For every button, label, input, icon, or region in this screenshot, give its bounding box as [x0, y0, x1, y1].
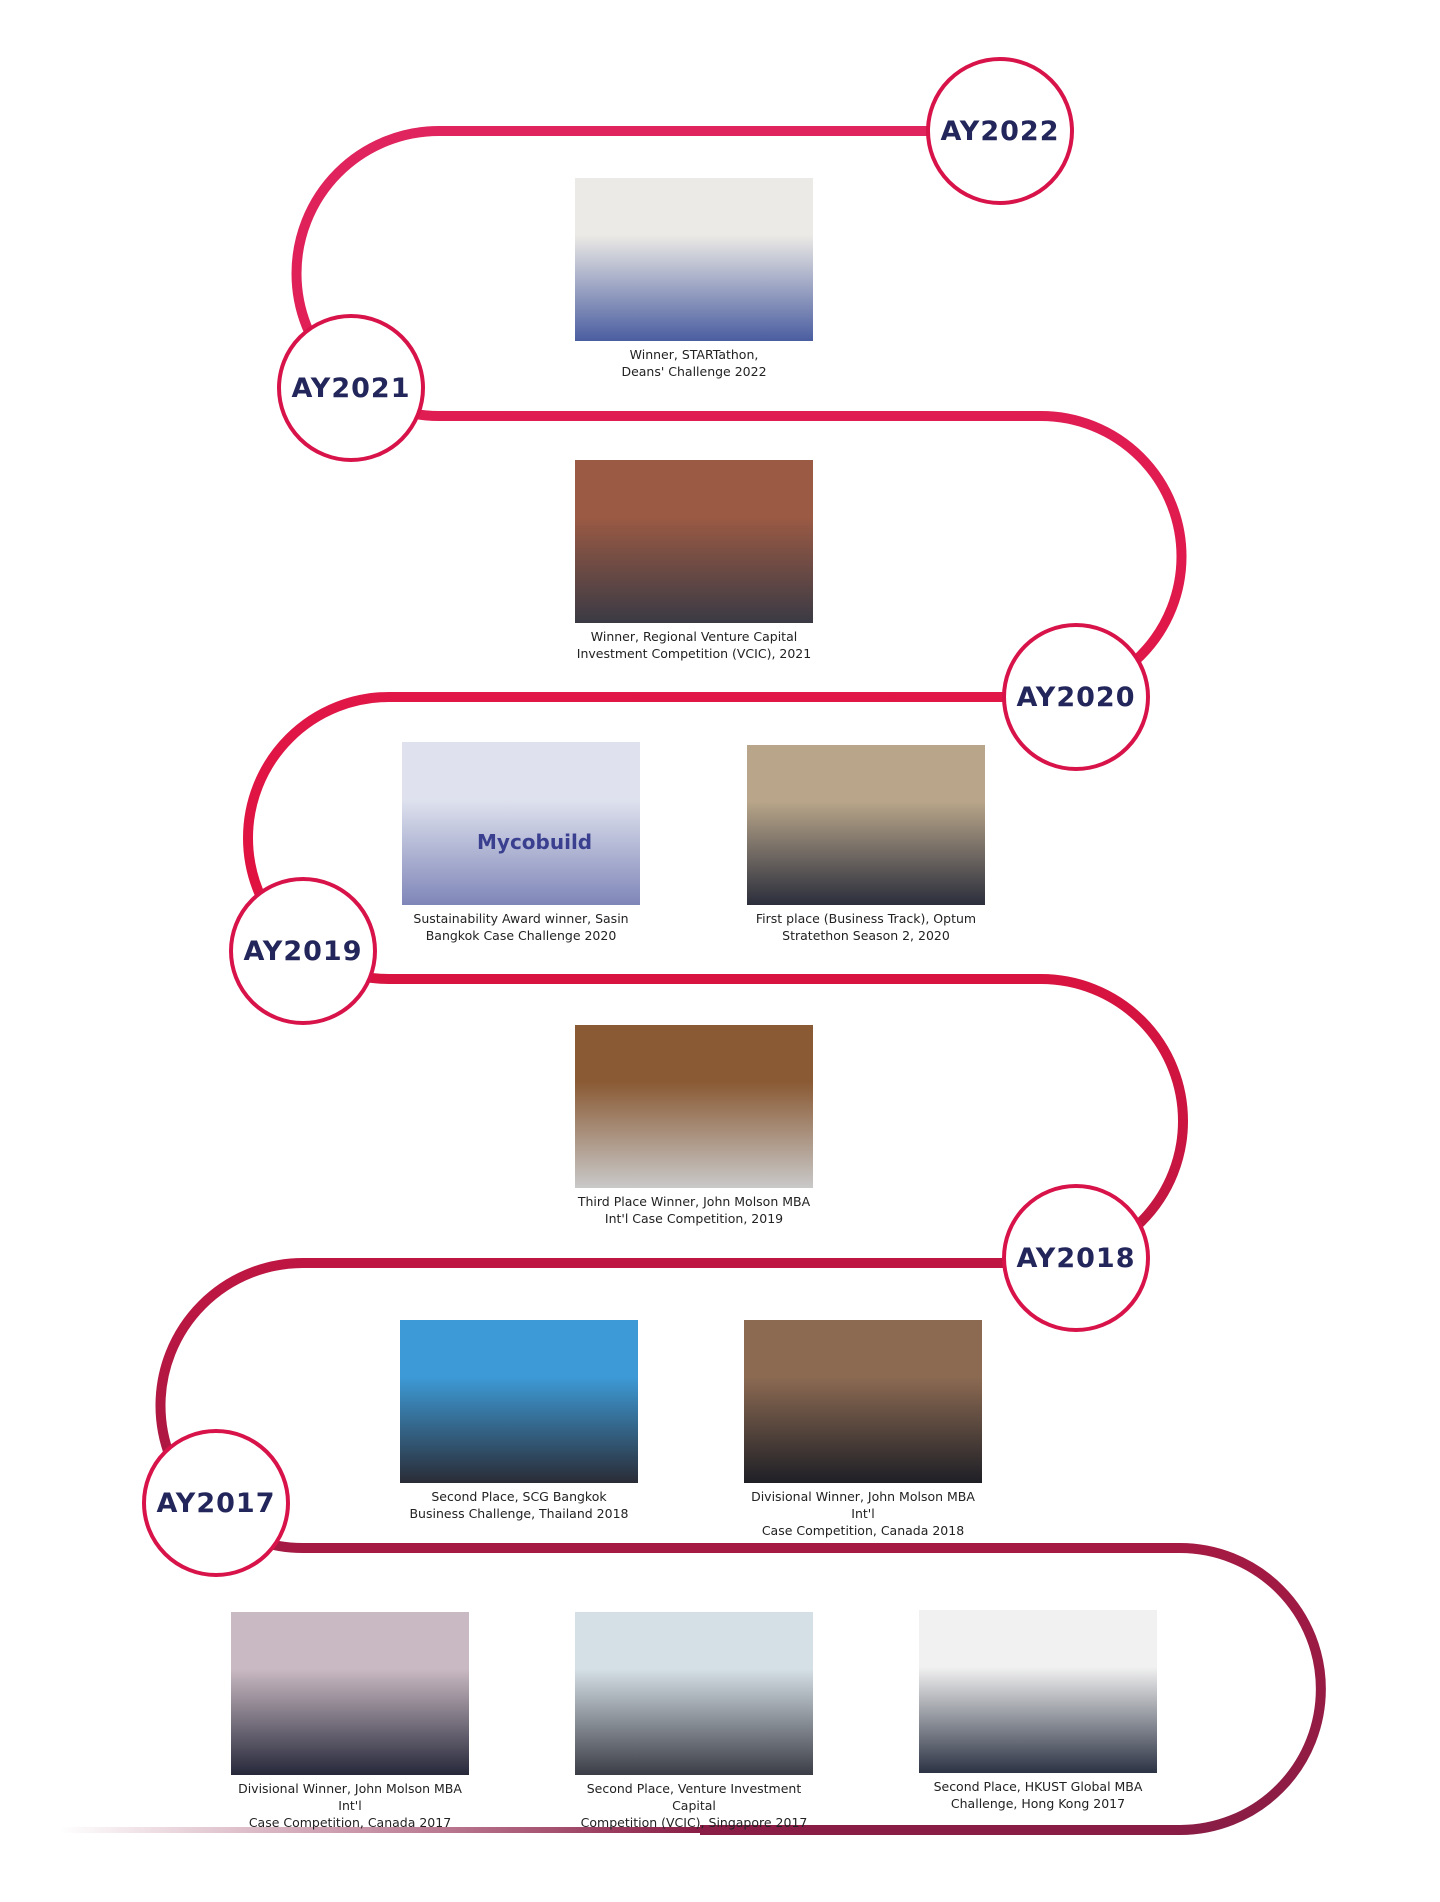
award-photo: [575, 460, 813, 623]
award-photo: [744, 1320, 982, 1483]
award-photo: [747, 745, 985, 905]
year-marker-ay2021: AY2021: [277, 314, 425, 462]
year-marker-ay2020: AY2020: [1002, 623, 1150, 771]
photo-logo-text: Mycobuild: [477, 830, 593, 854]
award-photo: [231, 1612, 469, 1775]
award-item: First place (Business Track), Optum Stra…: [747, 745, 985, 944]
award-caption: Sustainability Award winner, Sasin Bangk…: [413, 911, 629, 943]
year-marker-ay2018: AY2018: [1002, 1184, 1150, 1332]
award-caption: Second Place, HKUST Global MBA Challenge…: [933, 1779, 1143, 1811]
award-caption: Second Place, SCG Bangkok Business Chall…: [409, 1489, 629, 1521]
award-caption: Winner, Regional Venture Capital Investm…: [576, 629, 812, 661]
award-item: Second Place, HKUST Global MBA Challenge…: [919, 1610, 1157, 1812]
award-item: Divisional Winner, John Molson MBA Int'l…: [231, 1612, 469, 1831]
year-marker-ay2022: AY2022: [926, 57, 1074, 205]
award-item: Divisional Winner, John Molson MBA Int'l…: [744, 1320, 982, 1539]
year-marker-ay2017: AY2017: [142, 1429, 290, 1577]
award-photo: [575, 1025, 813, 1188]
award-photo: [919, 1610, 1157, 1773]
award-photo: Mycobuild: [402, 742, 640, 905]
award-item: Third Place Winner, John Molson MBA Int'…: [575, 1025, 813, 1227]
award-caption: First place (Business Track), Optum Stra…: [755, 911, 977, 943]
award-caption: Winner, STARTathon, Deans' Challenge 202…: [621, 347, 767, 379]
award-photo: [575, 178, 813, 341]
year-marker-ay2019: AY2019: [229, 877, 377, 1025]
award-item: Mycobuild Sustainability Award winner, S…: [402, 742, 640, 944]
award-item: Second Place, Venture Investment Capital…: [575, 1612, 813, 1831]
award-caption: Divisional Winner, John Molson MBA Int'l…: [238, 1781, 462, 1830]
award-item: Winner, Regional Venture Capital Investm…: [575, 460, 813, 662]
award-photo: [400, 1320, 638, 1483]
award-caption: Second Place, Venture Investment Capital…: [580, 1781, 808, 1830]
award-item: Winner, STARTathon, Deans' Challenge 202…: [575, 178, 813, 380]
award-photo: [575, 1612, 813, 1775]
award-caption: Third Place Winner, John Molson MBA Int'…: [577, 1194, 811, 1226]
award-item: Second Place, SCG Bangkok Business Chall…: [400, 1320, 638, 1522]
award-caption: Divisional Winner, John Molson MBA Int'l…: [751, 1489, 975, 1538]
